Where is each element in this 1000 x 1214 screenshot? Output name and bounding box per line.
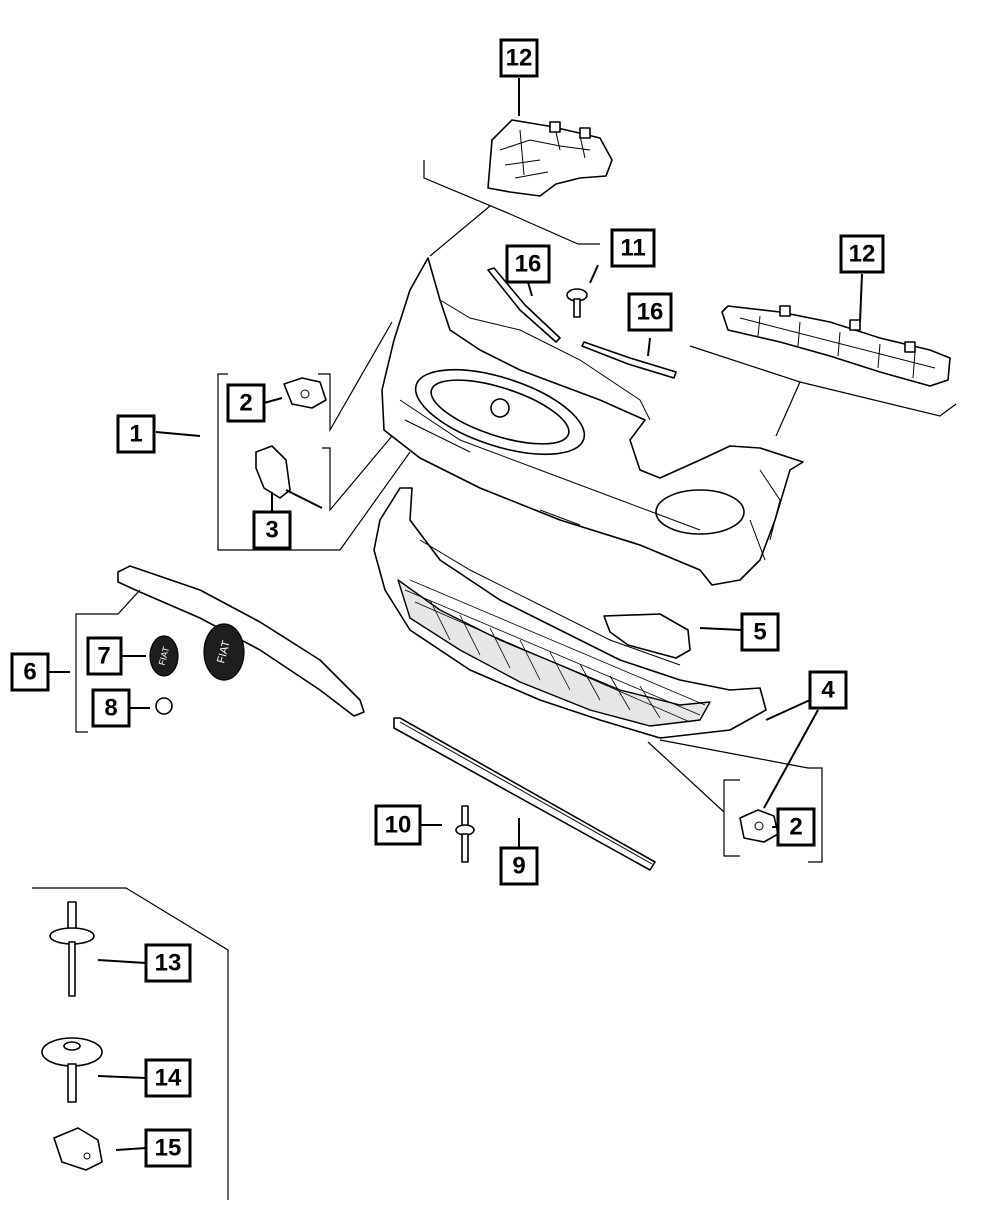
callout-14: 14 <box>144 1058 192 1098</box>
badge-part: FIAT <box>149 635 179 677</box>
callout-5: 5 <box>740 612 780 652</box>
group-brackets <box>32 160 957 1200</box>
reinforcement-part <box>393 717 656 871</box>
callout-label: 2 <box>789 814 802 841</box>
callout-label: 2 <box>239 390 252 417</box>
callout-2-top: 2 <box>226 383 266 423</box>
callout-label: 11 <box>620 235 645 262</box>
callout-8: 8 <box>91 688 131 728</box>
callout-label: 4 <box>821 677 835 704</box>
bracket-part-right <box>721 305 951 387</box>
callout-1: 1 <box>116 414 156 454</box>
callout-label: 6 <box>23 659 36 686</box>
callout-16-right: 16 <box>627 292 673 332</box>
callout-label: 15 <box>155 1135 182 1162</box>
callout-2-bottom: 2 <box>776 807 816 847</box>
bracket-part-top <box>487 119 613 197</box>
callout-12-top: 12 <box>499 38 539 78</box>
leader-lines <box>48 78 863 1151</box>
badge-lettering: FIAT <box>157 645 172 666</box>
callout-3: 3 <box>252 510 292 550</box>
lamp-bezel-part <box>603 613 691 659</box>
strip-part-left <box>487 267 561 343</box>
callout-label: 9 <box>512 853 525 880</box>
callout-label: 1 <box>129 421 142 448</box>
screw-part <box>566 288 588 318</box>
callout-6: 6 <box>10 652 50 692</box>
callout-13: 13 <box>144 943 192 983</box>
callout-4: 4 <box>808 670 848 710</box>
lower-grille <box>373 487 767 739</box>
callout-label: 12 <box>506 45 533 72</box>
strip-part-right <box>581 341 677 379</box>
callout-16-left: 16 <box>505 244 551 284</box>
clip-nut-part-top <box>283 377 327 409</box>
callout-7: 7 <box>86 636 123 676</box>
callout-label: 5 <box>753 619 766 646</box>
fastener-part <box>41 1037 103 1103</box>
callout-11: 11 <box>610 228 656 268</box>
callout-label: 8 <box>104 695 117 722</box>
grille-badge-lettering: FIAT <box>215 639 233 665</box>
callout-12-right: 12 <box>839 234 885 274</box>
callout-label: 16 <box>637 299 664 326</box>
callout-9: 9 <box>499 846 539 886</box>
callout-label: 13 <box>155 950 182 977</box>
callout-label: 16 <box>515 251 542 278</box>
callout-label: 3 <box>265 517 278 544</box>
callout-15: 15 <box>144 1128 192 1168</box>
callout-label: 14 <box>155 1065 182 1092</box>
grille-bar: FIAT <box>117 565 365 717</box>
rivet-part <box>455 805 475 863</box>
tow-cover-part <box>255 445 323 509</box>
callout-label: 12 <box>849 241 876 268</box>
callout-label: 7 <box>97 643 110 670</box>
clip-part <box>53 1127 103 1171</box>
bumper-fascia <box>381 257 804 586</box>
callout-10: 10 <box>374 804 422 846</box>
badge-clip-part <box>155 697 173 715</box>
callout-label: 10 <box>385 812 412 839</box>
push-rivet-part <box>49 901 95 997</box>
